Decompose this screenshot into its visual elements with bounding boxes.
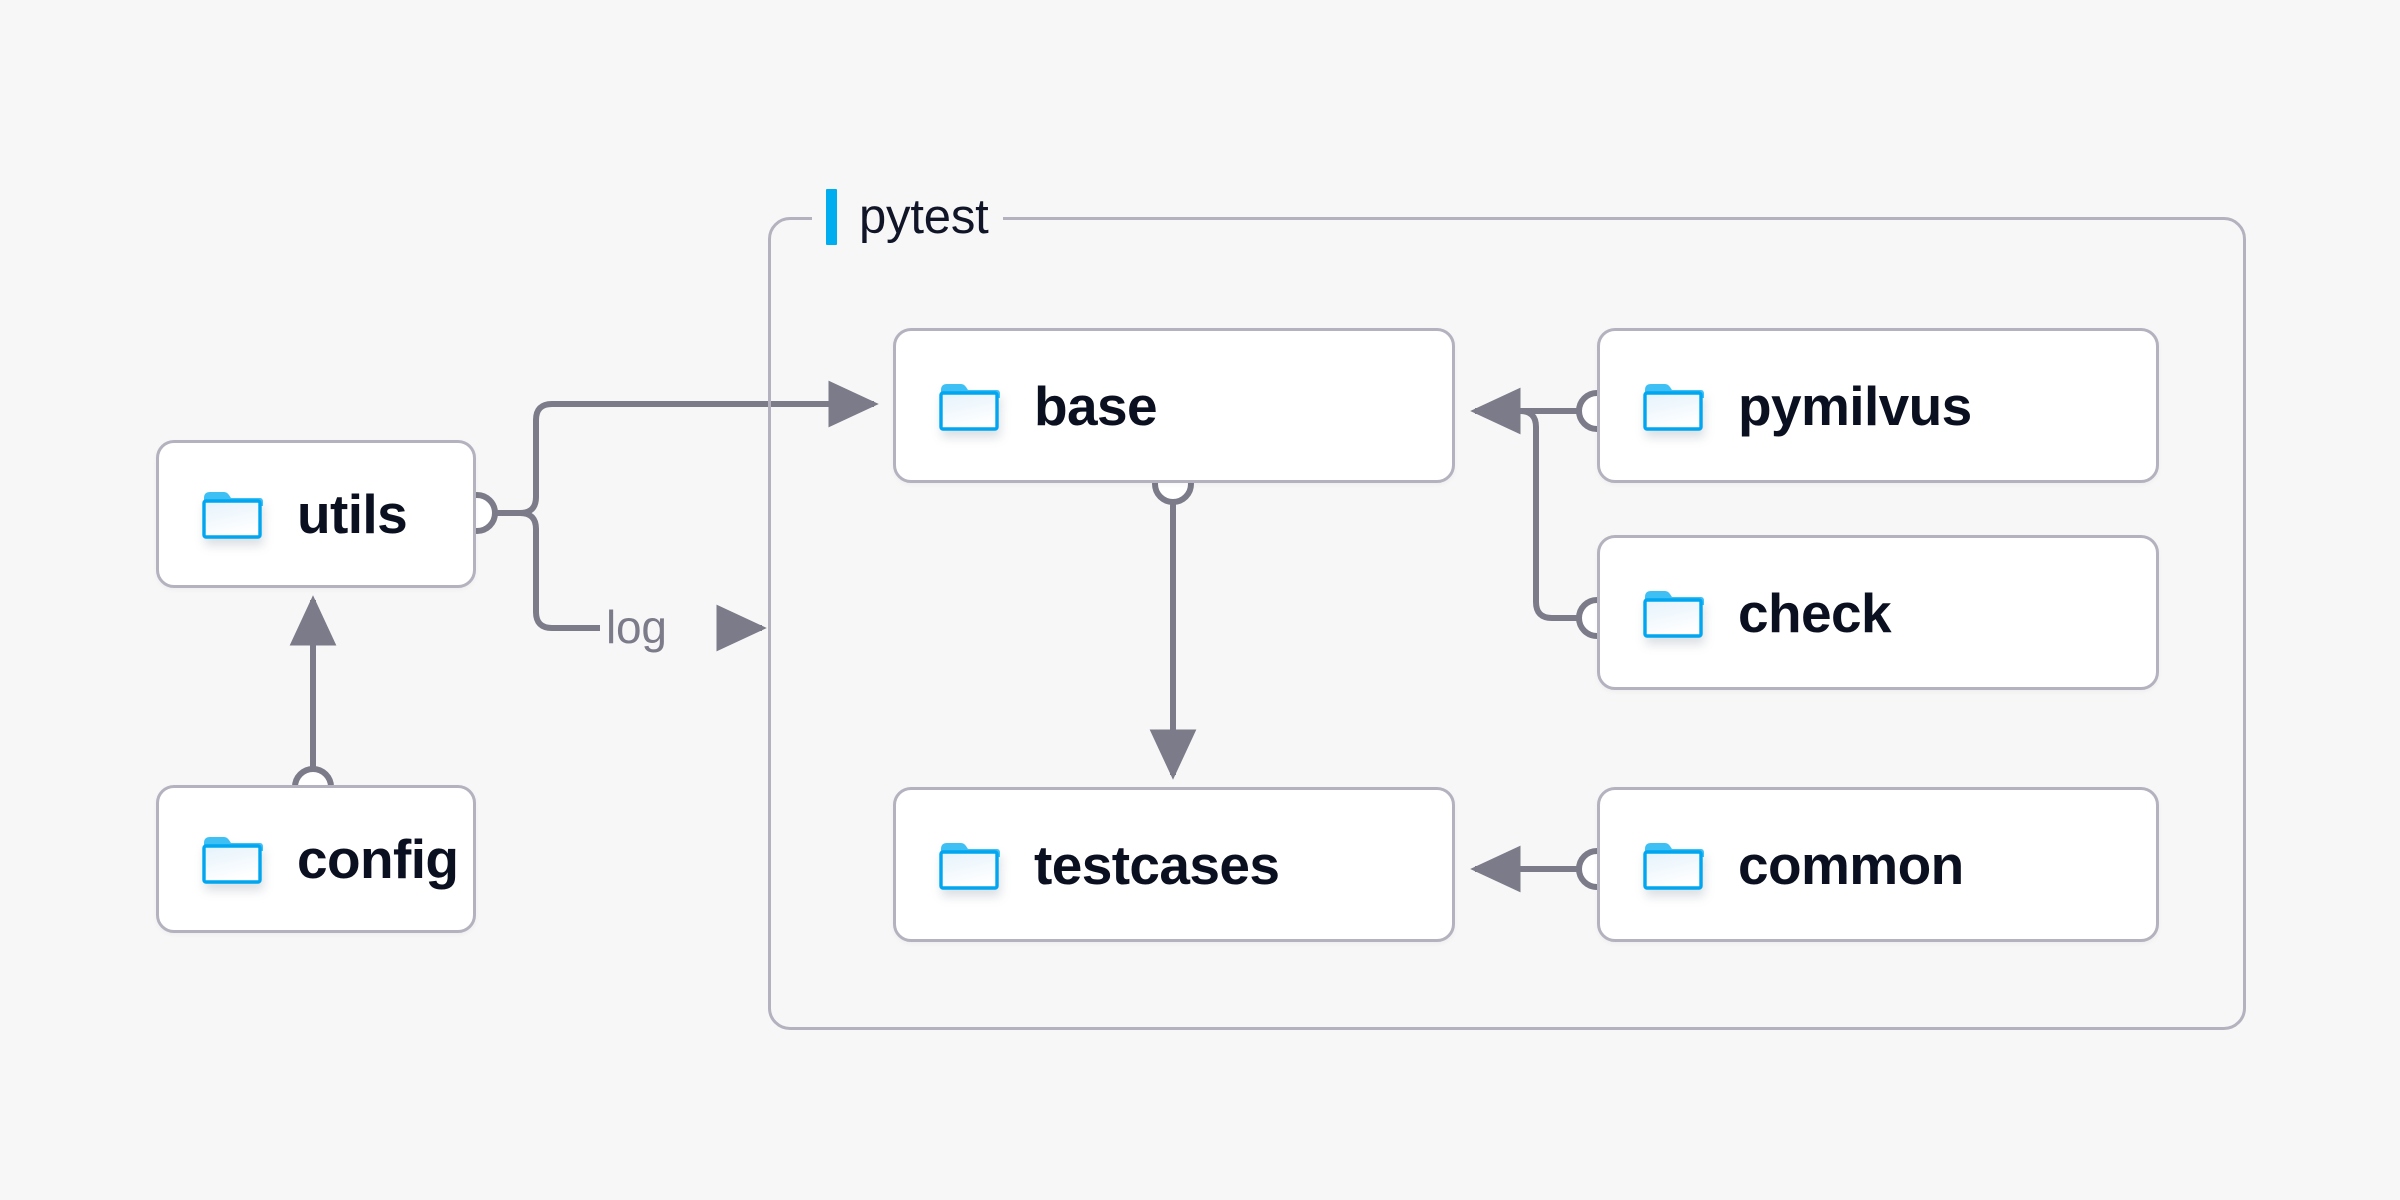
node-check-label: check: [1738, 581, 1892, 644]
node-base[interactable]: base: [893, 328, 1455, 483]
folder-icon: [939, 383, 1000, 431]
node-pymilvus[interactable]: pymilvus: [1597, 328, 2159, 483]
blue-bar-marker-icon: [826, 189, 837, 245]
node-common-label: common: [1738, 833, 1964, 896]
node-base-label: base: [1034, 374, 1158, 437]
node-config[interactable]: config: [156, 785, 476, 933]
group-pytest-label: pytest: [859, 190, 989, 244]
edge-label-log: log: [606, 600, 667, 654]
node-config-label: config: [297, 828, 459, 890]
group-pytest-label-wrap: pytest: [812, 186, 1003, 248]
node-pymilvus-label: pymilvus: [1738, 374, 1972, 437]
node-testcases-label: testcases: [1034, 833, 1280, 896]
folder-icon: [1643, 383, 1704, 431]
edge-utils-to-log: [519, 510, 600, 631]
folder-icon: [1643, 842, 1704, 890]
node-common[interactable]: common: [1597, 787, 2159, 942]
edge-label-log-text: log: [606, 601, 667, 653]
folder-icon: [1643, 590, 1704, 638]
folder-icon: [202, 837, 263, 884]
node-utils[interactable]: utils: [156, 440, 476, 588]
folder-icon: [202, 492, 263, 539]
node-check[interactable]: check: [1597, 535, 2159, 690]
node-utils-label: utils: [297, 483, 408, 545]
folder-icon: [939, 842, 1000, 890]
node-testcases[interactable]: testcases: [893, 787, 1455, 942]
group-pytest[interactable]: [768, 217, 2246, 1030]
